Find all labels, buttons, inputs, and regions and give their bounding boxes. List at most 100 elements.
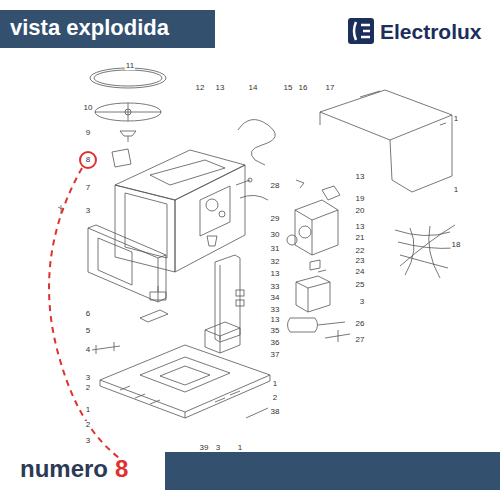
callout-number: 33 [270,306,281,314]
callout-number: 3 [85,437,91,445]
brand-name: Electrolux [380,21,482,42]
parts-stroke [318,322,350,342]
callout-number: 9 [85,129,91,137]
callout-number: 12 [195,84,206,92]
parts-stroke [288,318,318,332]
parts-stroke [246,408,268,418]
callout-number: 6 [85,310,91,318]
callout-number: 34 [270,294,281,302]
callout-number: 4 [85,346,91,354]
callout-number: 18 [451,241,462,249]
callout-number: 13 [355,173,366,181]
parts-stroke [120,131,136,142]
parts-stroke [295,200,338,255]
callout-number: 3 [215,444,221,452]
parts-stroke [207,236,217,246]
callout-number: 23 [355,257,366,265]
callout-number: 10 [83,104,94,112]
callout-number: 13 [355,223,366,231]
caption-word: numero [20,457,108,481]
callout-number: 2 [272,394,278,402]
parts-stroke [205,322,240,353]
parts-stroke [95,103,161,121]
callout-number: 17 [325,84,336,92]
caption-number: 8 [115,457,128,481]
parts-stroke [296,180,304,188]
parts-stroke [236,290,244,296]
parts-stroke [140,310,168,322]
parts-stroke [150,160,225,185]
parts-stroke [395,225,455,278]
callout-number: 1 [272,380,278,388]
parts [58,68,455,418]
parts-stroke [100,345,270,412]
callout-number: 26 [355,320,366,328]
callout-number: 1 [453,186,459,194]
callout-number: 30 [270,231,281,239]
parts-stroke [236,180,268,200]
callout-number: 20 [355,207,366,215]
callout-number: 8 [85,156,91,164]
parts-stroke [98,238,132,285]
callout-number: 13 [270,316,281,324]
callout-number: 2 [85,421,91,429]
callout-number: 1 [85,406,91,414]
brand-logo [348,18,374,44]
callout-number: 2 [85,384,91,392]
callout-number: 21 [355,234,366,242]
highlight-dashed-arc [49,168,122,460]
callout-number: 3 [85,207,91,215]
callout-number: 1 [237,444,243,452]
page-title: vista explodida [10,17,169,39]
parts-stroke [299,226,311,238]
parts-stroke [320,90,452,140]
parts-stroke [248,178,252,182]
highlight-circle [80,152,96,168]
callout-number: 11 [125,62,135,70]
callout-number: 33 [270,283,281,291]
callout-number: 3 [85,374,91,382]
parts-stroke [125,193,167,258]
callout-number: 3 [359,298,365,306]
callout-number: 27 [355,336,366,344]
callout-number: 29 [270,215,281,223]
parts-stroke [88,225,166,302]
brand-logo-stroke [348,18,374,44]
parts-stroke [206,199,218,211]
parts-stroke [320,112,452,192]
callout-number: 15 [283,84,294,92]
parts-stroke [90,68,166,88]
callout-number: 39 [199,444,210,452]
callout-number: 1 [453,115,459,123]
callout-number: 25 [355,281,366,289]
parts-stroke [125,109,131,115]
callout-number: 14 [248,84,259,92]
callout-number: 35 [270,327,281,335]
parts-stroke [236,300,244,306]
parts-stroke [360,91,446,125]
parts-stroke [322,186,340,200]
parts-stroke [100,375,270,418]
parts-stroke [175,165,245,272]
parts-stroke [219,211,225,217]
parts-stroke [112,149,131,167]
callout-number: 22 [355,247,366,255]
parts-stroke [287,235,297,245]
brand-logo-stroke [361,25,370,37]
parts-stroke [140,357,230,392]
parts-stroke [94,70,162,86]
callout-number: 13 [270,270,281,278]
callout-number: 36 [270,339,281,347]
parts-stroke [215,255,240,342]
callout-number: 24 [355,268,366,276]
parts-stroke [150,286,166,300]
callout-number: 37 [270,351,281,359]
parts-stroke [200,186,230,236]
callout-number: 28 [270,182,281,190]
title-band [0,10,215,48]
callout-number: 7 [85,184,91,192]
parts-stroke [296,276,330,312]
parts-stroke [88,228,158,302]
